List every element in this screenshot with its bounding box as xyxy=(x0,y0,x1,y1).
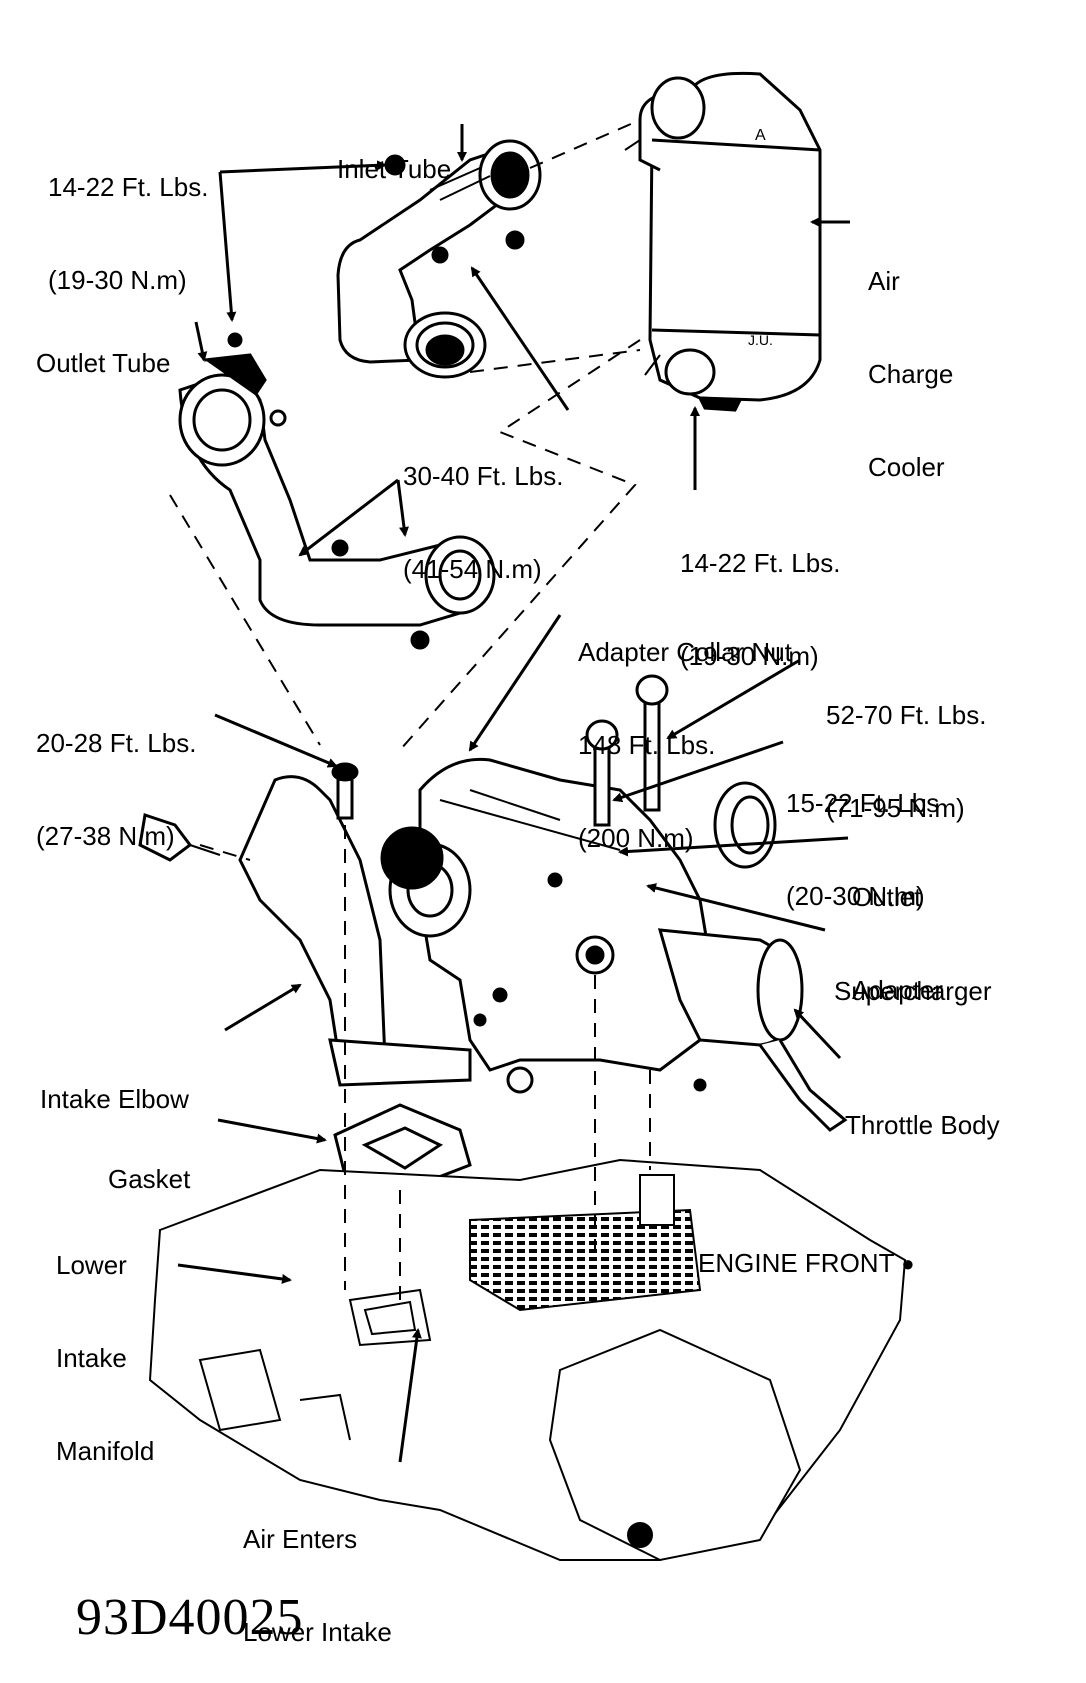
engine-front-marker-icon: ● xyxy=(901,1251,915,1276)
cooler-bolt-torque-label: 14-22 Ft. Lbs. (19-30 N.m) xyxy=(680,548,841,671)
air-enters-label: Air Enters Lower Intake xyxy=(243,1524,392,1647)
supercharger-part xyxy=(138,757,848,1132)
bolt-torque-a-label: 52-70 Ft. Lbs. (71-95 N.m) xyxy=(826,700,987,823)
mid-bolt-torque-label: 30-40 Ft. Lbs. (41-54 N.m) xyxy=(403,461,564,584)
svg-text:A: A xyxy=(755,127,766,144)
supercharger-label: Supercharger xyxy=(834,976,992,1006)
air-charge-cooler-label: Air Charge Cooler xyxy=(868,266,954,482)
outlet-adapter-label: Outlet Adapter xyxy=(852,882,944,1005)
alignment-lines xyxy=(169,119,651,1310)
engine-front-label: ENGINE FRONT ● xyxy=(698,1248,915,1278)
outlet-tube-label: Outlet Tube xyxy=(36,348,171,378)
gasket-label: Gasket xyxy=(108,1164,191,1194)
inlet-tube-label: Inlet Tube xyxy=(337,154,452,184)
intake-elbow-label: Intake Elbow xyxy=(40,1084,189,1114)
svg-text:J.U.: J.U. xyxy=(748,332,773,348)
adapter-collar-nut-label: Adapter Collar Nut 148 Ft. Lbs. (200 N.m… xyxy=(578,637,792,853)
bolt-torque-b-label: 15-22 Ft. Lbs (20-30 N.m) xyxy=(786,788,940,911)
outlet-tube-part xyxy=(178,332,496,650)
elbow-bolt-torque-label: 20-28 Ft. Lbs. (27-38 N.m) xyxy=(36,728,197,851)
lower-intake-manifold-part xyxy=(148,1158,907,1562)
throttle-body-label: Throttle Body xyxy=(845,1110,1000,1140)
figure-id: 93D40025 xyxy=(76,1589,304,1646)
lower-intake-manifold-label: Lower Intake Manifold xyxy=(56,1250,155,1466)
callout-arrows xyxy=(177,124,850,1463)
inlet-bolt-torque-label: 14-22 Ft. Lbs. (19-30 N.m) xyxy=(48,172,209,295)
torque-bolts xyxy=(331,674,669,827)
air-charge-cooler-part: A J.U. xyxy=(624,71,822,412)
inlet-tube-part xyxy=(336,139,542,379)
